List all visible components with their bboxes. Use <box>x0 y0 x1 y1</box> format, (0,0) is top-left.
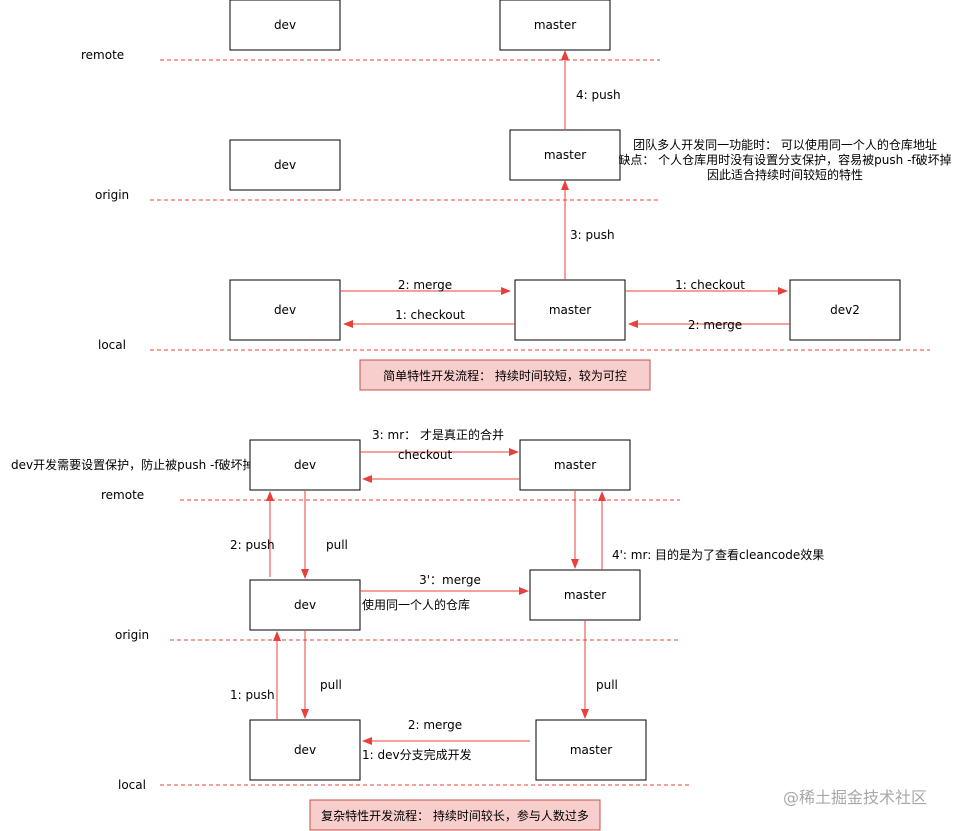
local-layer-label: local <box>98 338 126 352</box>
local-master-node-2: master <box>535 719 647 781</box>
local-layer-label-2: local <box>118 778 146 792</box>
remote-dev-node: dev <box>229 0 341 51</box>
local-dev-node-2: dev <box>249 719 361 781</box>
pull-origin-local-label: pull <box>320 678 342 692</box>
remote-master-label: master <box>534 18 576 32</box>
merge2-top-label: 2: merge <box>398 278 452 292</box>
simple-flow-section: remote origin local dev master dev maste… <box>81 0 952 391</box>
origin-dev-label-2: dev <box>294 598 316 612</box>
push3-label: 3: push <box>570 228 615 242</box>
local-master-label-2: master <box>570 743 612 757</box>
origin-master-label-2: master <box>564 588 606 602</box>
remote-dev-label: dev <box>274 18 296 32</box>
origin-master-node: master <box>509 129 621 181</box>
annotation-line-2: 缺点： 个人仓库用时没有设置分支保护，容易被push -f破坏掉 <box>618 152 951 167</box>
remote-layer-label: remote <box>81 48 124 62</box>
origin-master-node-2: master <box>529 569 641 621</box>
origin-dev-node-2: dev <box>249 579 361 631</box>
push4-label: 4: push <box>576 88 621 102</box>
watermark: @稀土掘金技术社区 <box>783 788 927 807</box>
local-dev-label: dev <box>274 303 296 317</box>
merge3-label: 3'：merge <box>419 573 481 587</box>
remote-master-node-2: master <box>519 439 631 491</box>
complex-flow-note: 复杂特性开发流程： 持续时间较长，参与人数过多 <box>309 799 601 831</box>
dev-done-label: 1: dev分支完成开发 <box>362 747 472 762</box>
origin-layer-label-2: origin <box>115 628 149 642</box>
dev-protection-note: dev开发需要设置保护，防止被push -f破坏掉 <box>11 457 255 472</box>
local-master-label: master <box>549 303 591 317</box>
annotation-line-3: 因此适合持续时间较短的特性 <box>707 167 863 182</box>
same-repo-label: 使用同一个人的仓库 <box>362 597 470 612</box>
annotation-line-1: 团队多人开发同一功能时： 可以使用同一个人的仓库地址 <box>633 137 937 152</box>
local-dev2-node: dev2 <box>789 279 901 341</box>
top-annotation: 团队多人开发同一功能时： 可以使用同一个人的仓库地址 缺点： 个人仓库用时没有设… <box>618 137 951 182</box>
mr4-label: 4': mr: 目的是为了查看cleancode效果 <box>612 547 824 562</box>
merge2-label: 2: merge <box>408 718 462 732</box>
push1-label: 1: push <box>230 688 275 702</box>
origin-dev-label: dev <box>274 158 296 172</box>
origin-dev-node: dev <box>229 139 341 191</box>
origin-layer-label: origin <box>95 188 129 202</box>
local-dev-node: dev <box>229 279 341 341</box>
checkout-label: checkout <box>398 448 453 462</box>
local-dev-label-2: dev <box>294 743 316 757</box>
complex-flow-note-text: 复杂特性开发流程： 持续时间较长，参与人数过多 <box>321 808 589 823</box>
remote-dev-label-2: dev <box>294 458 316 472</box>
push2-label: 2: push <box>230 538 275 552</box>
pull-remote-origin-label: pull <box>326 538 348 552</box>
simple-flow-note: 简单特性开发流程： 持续时间较短，较为可控 <box>359 359 651 391</box>
pull-master-label: pull <box>596 678 618 692</box>
remote-dev-node-2: dev <box>249 439 361 491</box>
complex-flow-section: remote origin local dev开发需要设置保护，防止被push … <box>11 427 824 831</box>
remote-master-label-2: master <box>554 458 596 472</box>
local-dev2-label: dev2 <box>830 303 860 317</box>
checkout1-left-label: 1: checkout <box>395 308 465 322</box>
local-master-node: master <box>514 279 626 341</box>
mr3-label: 3: mr： 才是真正的合并 <box>372 427 504 442</box>
checkout1-right-label: 1: checkout <box>675 278 745 292</box>
simple-flow-note-text: 简单特性开发流程： 持续时间较短，较为可控 <box>383 368 627 383</box>
remote-master-node: master <box>499 0 611 51</box>
origin-master-label: master <box>544 148 586 162</box>
remote-layer-label-2: remote <box>101 488 144 502</box>
merge2-right-label: 2: merge <box>688 318 742 332</box>
